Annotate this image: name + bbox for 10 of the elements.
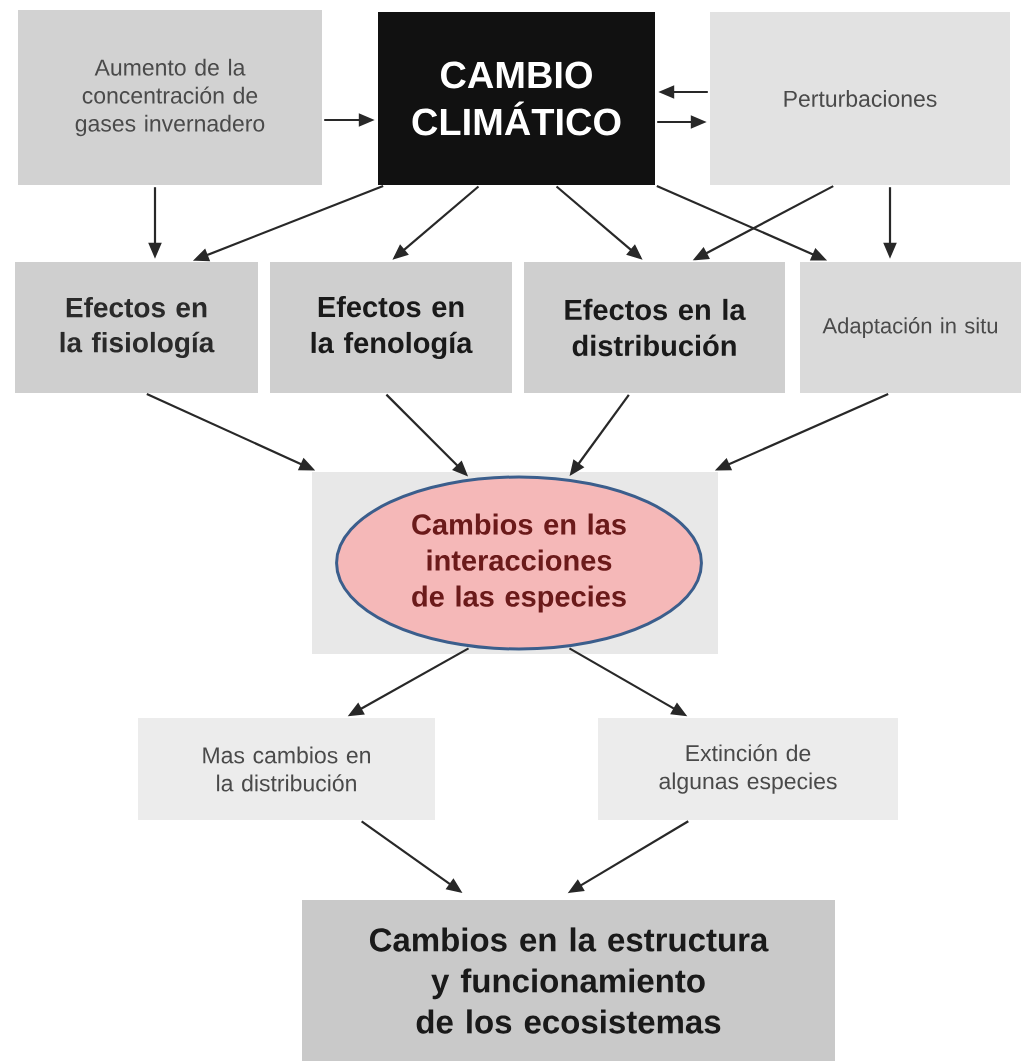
consequence-box: Extinción de algunas especies: [598, 718, 898, 820]
cause-box: Aumento de la concentración de gases invernadero: [18, 10, 322, 185]
effect-box: Efectos en la fisiología: [15, 262, 258, 393]
central-box: CAMBIO CLIMÁTICO: [378, 12, 655, 185]
outcome-box: Cambios en la estructura y funcionamiento de los ecosistemas: [302, 900, 835, 1061]
cause-box: Perturbaciones: [710, 12, 1010, 185]
effect-box: Adaptación in situ: [800, 262, 1021, 393]
effect-box: Efectos en la distribución: [524, 262, 785, 393]
consequence-box: Mas cambios en la distribución: [138, 718, 435, 820]
effect-box: Efectos en la fenología: [270, 262, 512, 393]
